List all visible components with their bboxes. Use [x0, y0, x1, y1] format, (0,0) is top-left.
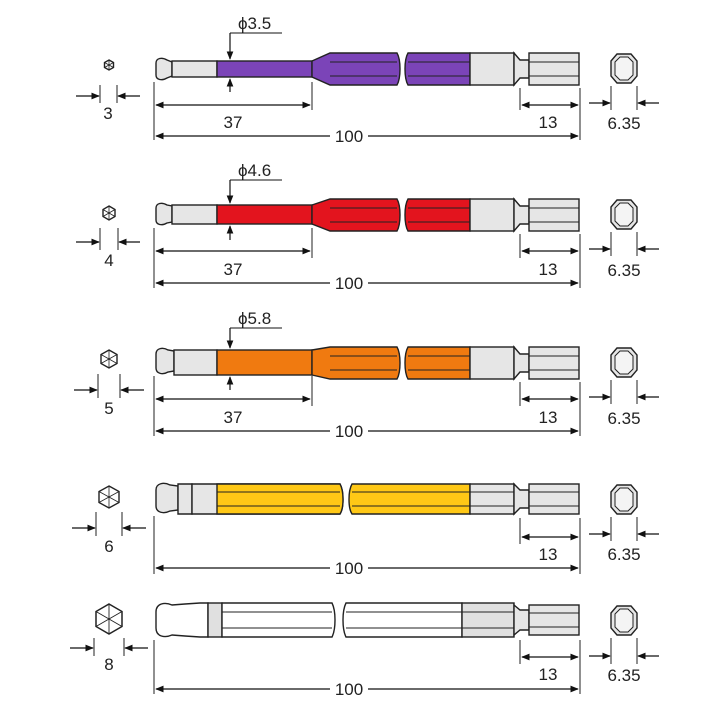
bit-body [155, 602, 580, 638]
tip-size-label: 3 [103, 104, 112, 123]
hex-width-label: 6.35 [607, 261, 640, 280]
tip-end-view-icon [100, 349, 118, 369]
neck-length-label: 37 [224, 113, 243, 132]
tip-size-label: 8 [104, 655, 113, 674]
shank-diameter-callout: ϕ5.8 [226, 309, 282, 390]
hex-length-label: 13 [539, 260, 558, 279]
bit-row-5: 8 13 100 [70, 602, 659, 699]
overall-length-label: 100 [335, 680, 363, 699]
overall-length-label: 100 [335, 559, 363, 578]
shank-diameter-callout: ϕ3.5 [226, 14, 282, 92]
bit-row-4: 6 13 100 [72, 482, 659, 578]
bit-body [155, 197, 580, 233]
neck-length-label: 37 [224, 260, 243, 279]
hex-length-label: 13 [539, 665, 558, 684]
hex-length-label: 13 [539, 545, 558, 564]
hex-width-label: 6.35 [607, 409, 640, 428]
shank-diameter-label: ϕ4.6 [238, 161, 271, 180]
shank-diameter-callout: ϕ4.6 [226, 161, 282, 240]
bit-body [155, 51, 580, 87]
hex-shank-end-view-icon [610, 484, 638, 515]
hex-length-label: 13 [539, 113, 558, 132]
bit-row-1: 3 ϕ3.5 37 13 [76, 14, 659, 146]
bit-row-2: 4 ϕ4.6 37 13 [76, 161, 659, 293]
hex-shank-end-view-icon [610, 53, 638, 84]
bit-row-3: 5 ϕ5.8 37 13 [74, 309, 659, 441]
overall-length-label: 100 [335, 274, 363, 293]
hex-width-label: 6.35 [607, 545, 640, 564]
tip-end-view-icon [102, 205, 116, 221]
tip-end-view-icon [95, 603, 123, 635]
hex-width-label: 6.35 [607, 666, 640, 685]
tip-size-label: 6 [104, 537, 113, 556]
neck-length-label: 37 [224, 408, 243, 427]
tip-end-view-icon [103, 59, 115, 71]
tip-size-label: 5 [104, 399, 113, 418]
tip-end-view-icon [98, 485, 120, 509]
tip-size-label: 4 [104, 251, 113, 270]
hex-shank-end-view-icon [610, 605, 638, 636]
hex-shank-end-view-icon [610, 347, 638, 378]
hex-shank-end-view-icon [610, 199, 638, 230]
hex-width-label: 6.35 [607, 114, 640, 133]
bit-body [155, 482, 580, 516]
shank-diameter-label: ϕ5.8 [238, 309, 271, 328]
overall-length-label: 100 [335, 127, 363, 146]
overall-length-label: 100 [335, 422, 363, 441]
hex-length-label: 13 [539, 408, 558, 427]
bit-body [155, 345, 580, 381]
shank-diameter-label: ϕ3.5 [238, 14, 271, 33]
